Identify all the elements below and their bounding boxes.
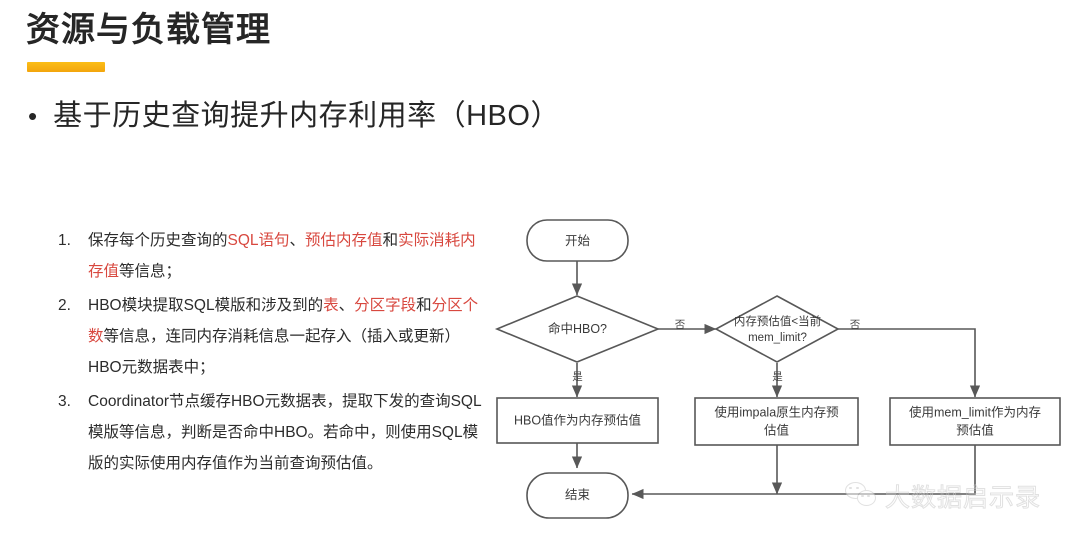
numbered-list: 1.保存每个历史查询的SQL语句、预估内存值和实际消耗内存值等信息；2.HBO模…: [52, 225, 484, 482]
list-item: 2. HBO模块提取SQL模版和涉及到的表、分区字段和分区个数等信息，连同内存消耗…: [52, 290, 484, 383]
hbo-flowchart: 开始 命中HBO? 内存预估值<当前 mem_limit? HBO值作为内存预估…: [480, 205, 1080, 547]
flow-node-decision-mem: [714, 295, 840, 363]
flow-node-end: [526, 472, 629, 519]
flow-node-box-hbo-label: HBO值作为内存预估值: [514, 412, 641, 427]
list-item-segment: 等信息，连同内存消耗信息一起存入（插入或更新）HBO元数据表中；: [88, 328, 461, 376]
list-item-highlight: 预估内存值: [305, 232, 383, 249]
flow-node-start-label: 开始: [565, 234, 591, 248]
edge-decision-mem-no: [838, 328, 981, 398]
flow-node-decision-hbo: [494, 295, 661, 363]
edge-label-mem-yes: 是: [772, 371, 783, 383]
bullet-heading: • 基于历史查询提升内存利用率（HBO）: [28, 92, 560, 134]
edge-label-hbo-yes: 是: [572, 371, 583, 383]
flow-node-box-hbo: [496, 397, 659, 444]
edge-box-memlimit-to-end: [631, 445, 976, 500]
title-accent-bar: [27, 62, 105, 72]
list-item-highlight: 实际消耗内存值: [88, 232, 476, 280]
list-item-marker: 2.: [58, 297, 71, 314]
list-item-highlight: 分区个数: [88, 297, 479, 345]
bullet-dot-icon: •: [28, 101, 38, 131]
list-item-segment: 和: [416, 297, 432, 314]
flow-node-box-memlimit-label-line1: 使用mem_limit作为内存: [909, 404, 1041, 419]
list-item-text: 保存每个历史查询的SQL语句、预估内存值和实际消耗内存值等信息；: [88, 225, 484, 287]
list-item-marker: 1.: [58, 232, 71, 249]
flow-node-end-label: 结束: [565, 488, 591, 502]
list-item-highlight: 表: [323, 297, 339, 314]
list-item: 3. Coordinator节点缓存HBO元数据表，提取下发的查询SQL模版等信息…: [52, 386, 484, 479]
list-item-segment: HBO模块提取SQL模版和涉及到的: [88, 297, 324, 314]
flow-node-box-impala-label-line2: 估值: [764, 422, 789, 437]
page-title: 资源与负载管理: [26, 11, 271, 49]
list-item-segment: 、: [289, 232, 306, 249]
flow-node-decision-hbo-label: 命中HBO?: [548, 321, 607, 336]
flow-node-box-memlimit-label-line2: 预估值: [956, 422, 994, 437]
list-item-segment: Coordinator节点缓存HBO元数据表，提取下发的查询SQL模版等信息，判…: [88, 393, 482, 472]
flow-node-box-impala: [694, 397, 859, 446]
edge-label-hbo-no: 否: [675, 319, 686, 331]
list-item-text: Coordinator节点缓存HBO元数据表，提取下发的查询SQL模版等信息，判…: [88, 386, 484, 479]
list-item-segment: 保存每个历史查询的: [88, 232, 228, 249]
list-item-segment: 等信息；: [119, 263, 182, 280]
flow-node-decision-mem-label-line2: mem_limit?: [748, 332, 807, 344]
edge-label-mem-no: 否: [850, 319, 861, 331]
list-item-highlight: SQL语句: [227, 232, 290, 249]
list-item-segment: 和: [382, 232, 399, 249]
bullet-heading-text: 基于历史查询提升内存利用率（HBO）: [53, 100, 560, 132]
flow-node-box-impala-label-line1: 使用impala原生内存预: [714, 404, 838, 419]
list-item-text: HBO模块提取SQL模版和涉及到的表、分区字段和分区个数等信息，连同内存消耗信息…: [88, 290, 484, 383]
list-item: 1. 保存每个历史查询的SQL语句、预估内存值和实际消耗内存值等信息；: [52, 225, 484, 287]
flow-node-box-memlimit: [889, 397, 1061, 446]
list-item-segment: 、: [338, 297, 355, 314]
list-item-highlight: 分区字段: [354, 297, 417, 314]
list-item-marker: 3.: [58, 393, 71, 410]
flow-node-start: [526, 219, 629, 262]
flow-node-decision-mem-label-line1: 内存预估值<当前: [734, 314, 821, 328]
